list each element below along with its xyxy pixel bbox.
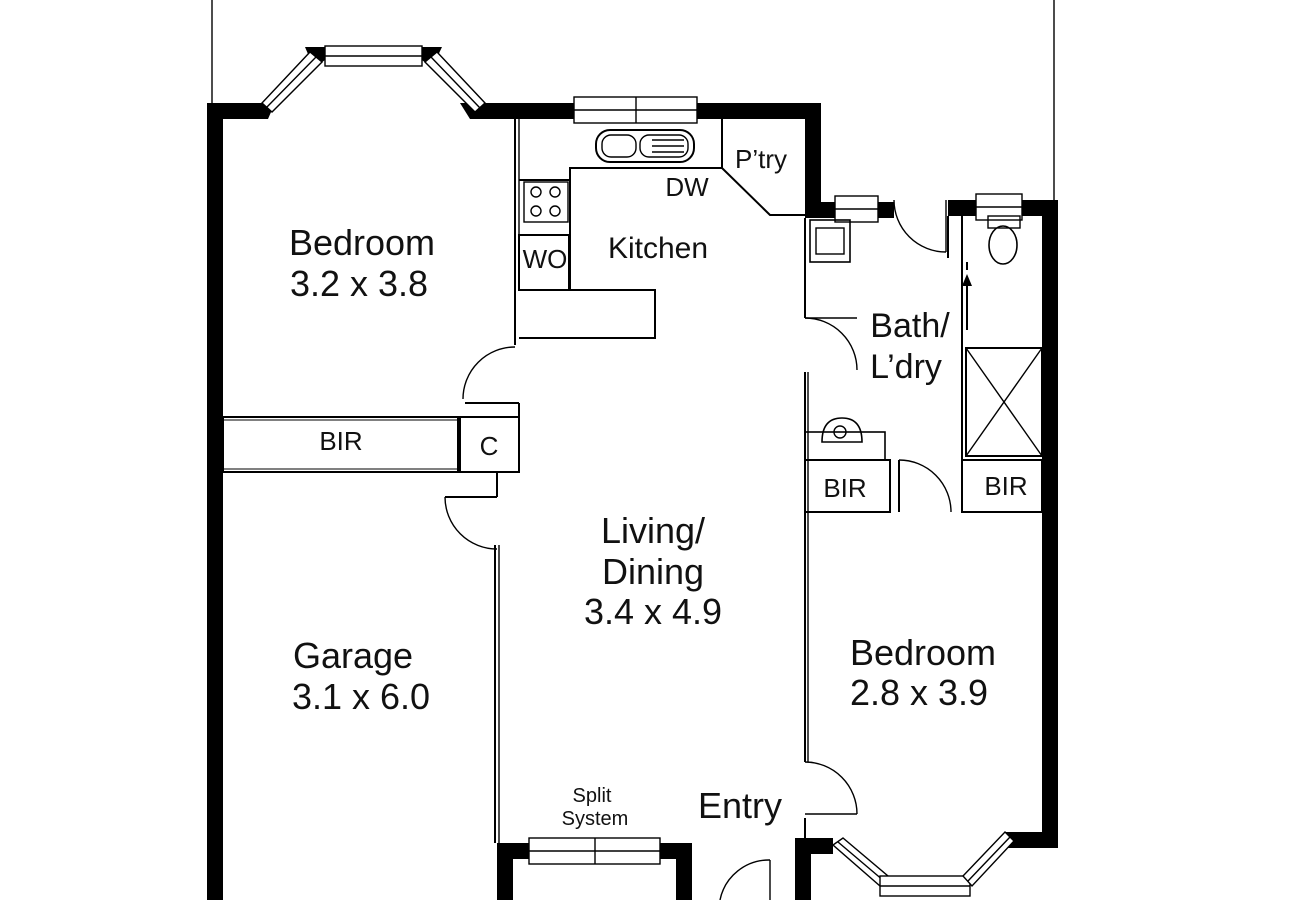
bath-line2: L’dry: [870, 348, 942, 386]
kitchen-name: Kitchen: [608, 232, 708, 265]
entry-name: Entry: [698, 785, 782, 826]
garage-size: 3.1 x 6.0: [292, 676, 430, 717]
garage-name: Garage: [293, 635, 413, 676]
bir-left-label: BIR: [319, 426, 362, 456]
wall-oven-label: WO: [523, 244, 568, 274]
bath-fixtures: [809, 215, 1021, 443]
bedroom1-size: 3.2 x 3.8: [290, 263, 428, 304]
kitchen-window: [573, 96, 698, 124]
split-system-line2: System: [562, 808, 629, 830]
living-line1: Living/: [601, 510, 705, 551]
room-labels: Bedroom 3.2 x 3.8 Kitchen DW P’try WO BI…: [289, 144, 1028, 830]
interior-walls: [222, 119, 1043, 843]
bedroom2-size: 2.8 x 3.9: [850, 672, 988, 713]
bay-window-top: [260, 45, 487, 113]
bir-bath-label: BIR: [823, 473, 866, 503]
kitchen-benches: [518, 119, 805, 339]
split-system-line1: Split: [573, 785, 612, 807]
living-line2: Dining: [602, 551, 704, 592]
exterior-walls: [207, 47, 1058, 900]
bath-windows: [834, 193, 1023, 223]
bay-window-bottom: [831, 830, 1015, 897]
bir-right-label: BIR: [984, 471, 1027, 501]
bath-line1: Bath/: [870, 307, 950, 345]
pantry-label: P’try: [735, 144, 787, 174]
dishwasher-label: DW: [665, 172, 709, 202]
doors: [444, 199, 952, 900]
living-window: [528, 837, 661, 865]
bedroom1-name: Bedroom: [289, 222, 435, 263]
cupboard-label: C: [480, 431, 499, 461]
bedroom2-name: Bedroom: [850, 632, 996, 673]
living-size: 3.4 x 4.9: [584, 591, 722, 632]
